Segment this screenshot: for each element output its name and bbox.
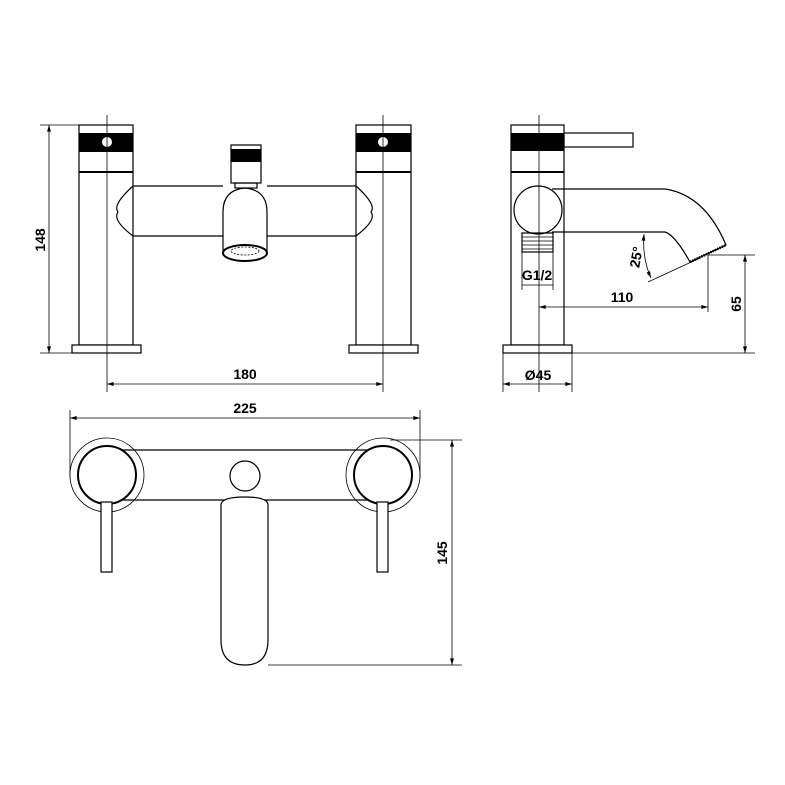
right-pillar — [348, 124, 419, 354]
dimension-label: 65 — [728, 296, 744, 312]
spout-joint — [513, 185, 563, 235]
dimension-label: G1/2 — [522, 267, 553, 283]
dimension-label: Ø45 — [525, 367, 552, 383]
diverter-knob — [229, 460, 261, 492]
dimension-spout-height: 65 — [572, 254, 755, 354]
spout-front — [222, 187, 268, 262]
bridge-body — [116, 185, 373, 237]
dimension-thread: G1/2 — [521, 252, 554, 290]
lever-side — [563, 132, 634, 148]
dimension-centres: 180 — [107, 366, 383, 386]
spout-plan — [220, 496, 269, 666]
dimension-label: 25° — [626, 245, 645, 269]
dimension-depth: 145 — [268, 439, 462, 666]
left-handle — [77, 445, 137, 505]
plan-view: 225 145 — [69, 400, 462, 666]
dimension-label: 180 — [233, 366, 257, 382]
dimension-reach: 110 — [539, 255, 709, 312]
dimension-height: 148 — [32, 124, 79, 354]
dimension-base: Ø45 — [502, 353, 573, 392]
dimension-label: 225 — [233, 400, 257, 416]
dimension-label: 148 — [32, 228, 48, 252]
front-view: 148 180 — [32, 115, 419, 392]
dimension-width: 225 — [69, 400, 421, 478]
left-lever — [100, 501, 113, 573]
right-handle — [353, 445, 413, 505]
dimension-angle: 25° — [626, 233, 701, 283]
spout-side — [552, 188, 727, 263]
right-lever — [376, 501, 389, 573]
diverter — [230, 144, 262, 189]
side-view: G1/2 110 65 25° Ø45 — [502, 115, 755, 392]
dimension-label: 145 — [434, 541, 450, 565]
left-pillar — [71, 124, 142, 354]
dimension-label: 110 — [611, 289, 634, 305]
thread — [521, 232, 554, 253]
